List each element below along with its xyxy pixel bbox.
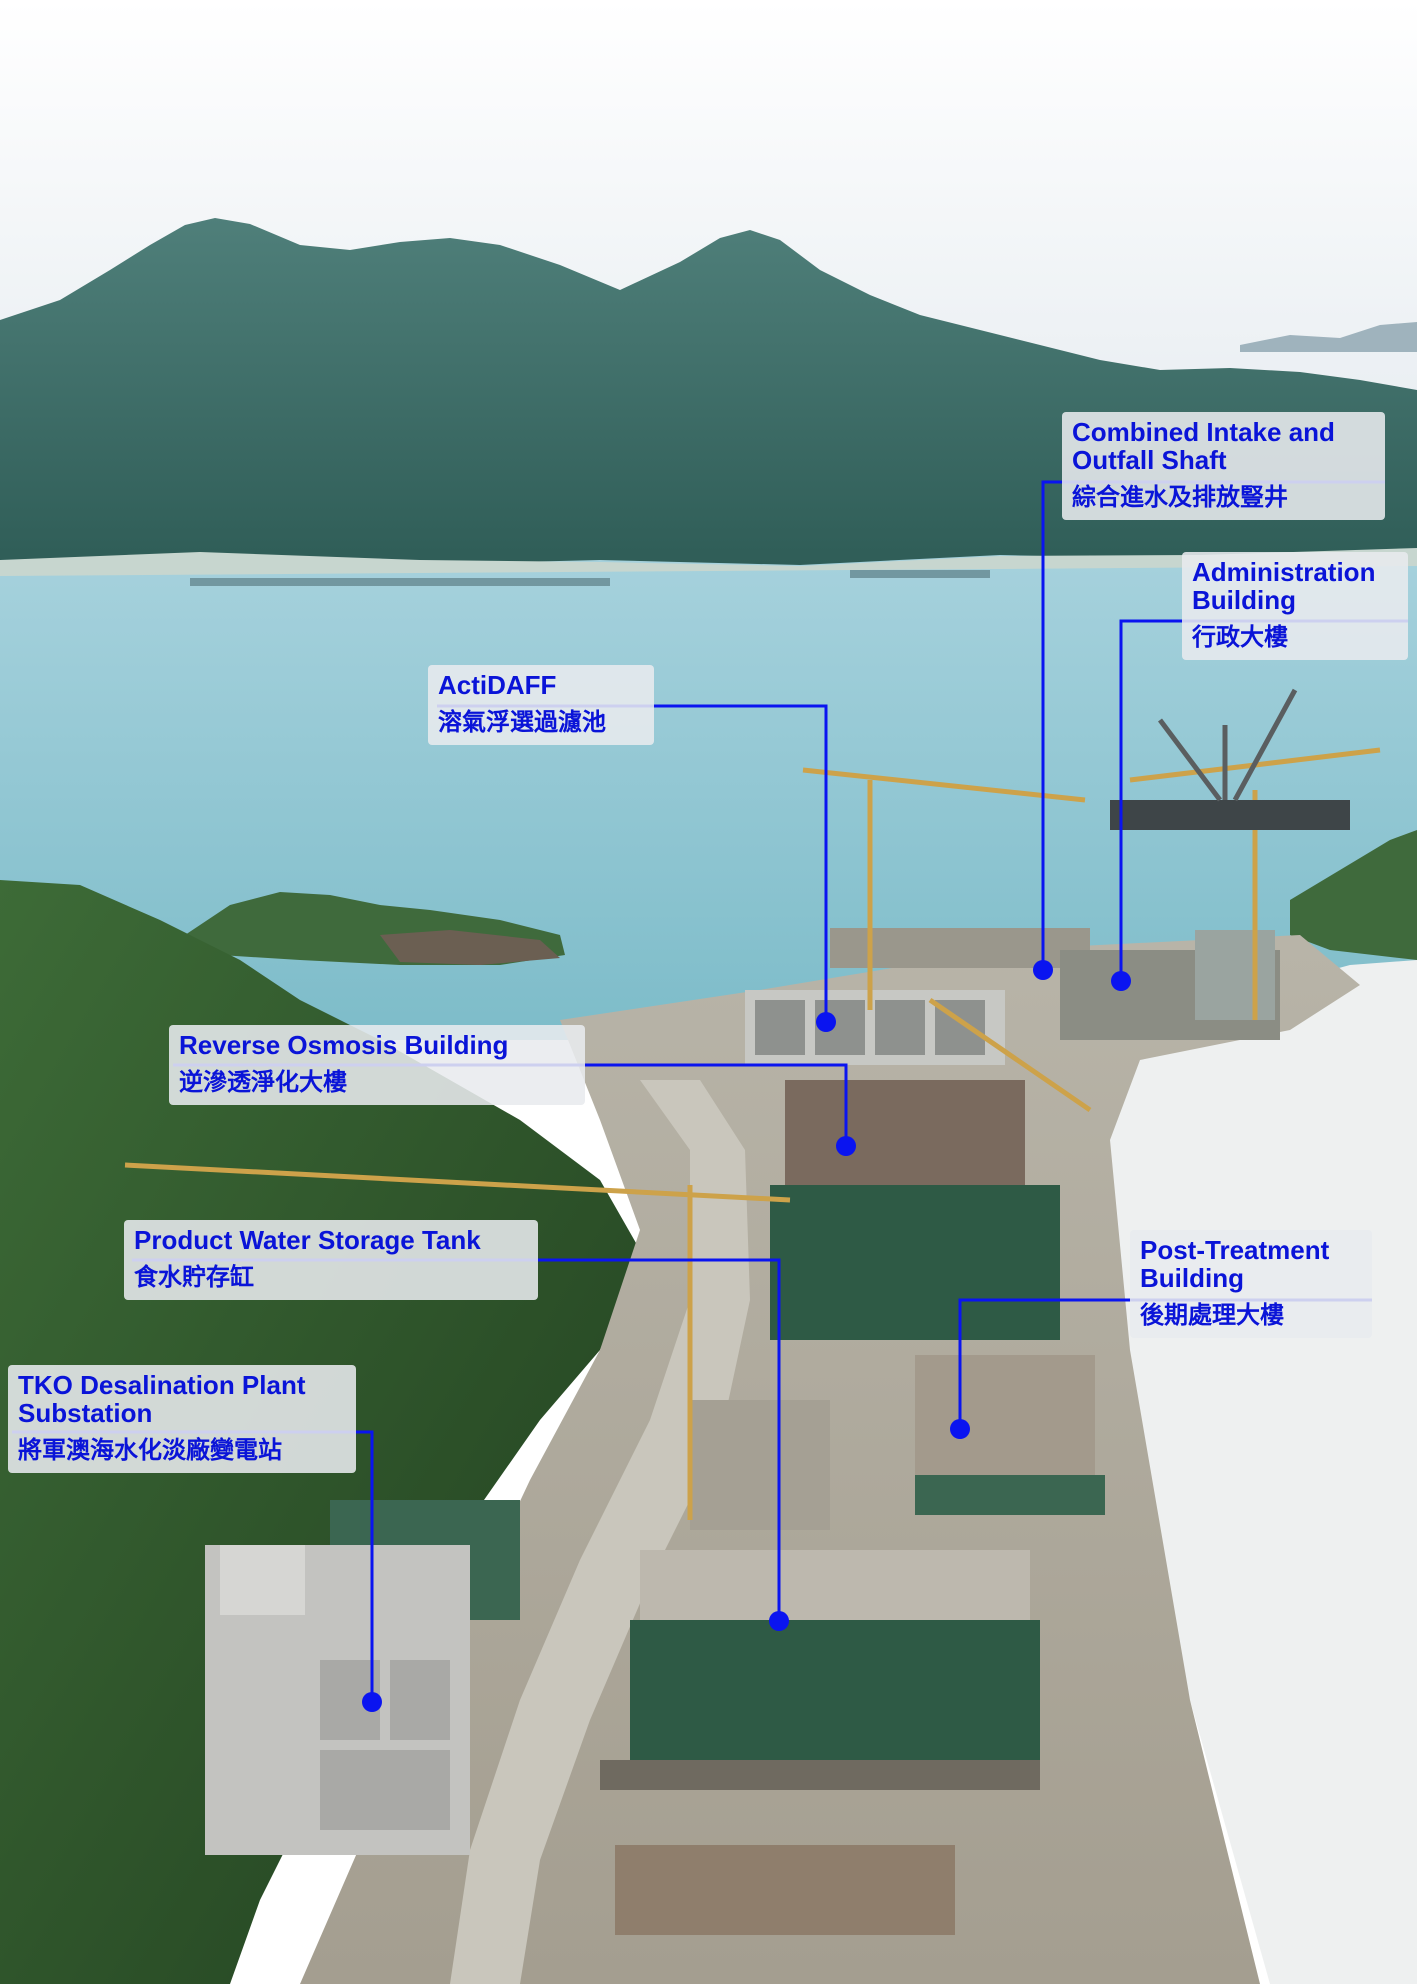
shoreline [0,548,1417,576]
label-intake-shaft-en: Combined Intake and Outfall Shaft [1072,417,1335,475]
label-admin-building-en: Administration Building [1192,557,1376,615]
substation-bays [320,1660,450,1830]
actidaff-tanks [755,1000,985,1055]
laydown-yard [615,1845,955,1935]
fish-farm [190,578,610,586]
label-actidaff-zh: 溶氣浮選過濾池 [438,708,606,736]
storage-tank [630,1620,1040,1760]
label-reverse-osmosis-zh: 逆滲透淨化大樓 [179,1068,347,1096]
label-post-treatment: Post-Treatment Building 後期處理大樓 [1130,1230,1372,1338]
right-hillside [1290,830,1417,960]
label-substation: TKO Desalination Plant Substation 將軍澳海水化… [8,1365,356,1473]
island-rocks [380,930,560,965]
dot-substation [362,1692,382,1712]
label-reverse-osmosis: Reverse Osmosis Building 逆滲透淨化大樓 [169,1025,585,1105]
ro-building [770,1185,1060,1340]
label-admin-building-zh: 行政大樓 [1192,623,1288,651]
post-treatment-scaffold [915,1475,1105,1515]
label-intake-shaft-zh: 綜合進水及排放豎井 [1072,483,1288,511]
dot-admin-building [1111,971,1131,991]
label-reverse-osmosis-en: Reverse Osmosis Building [179,1030,509,1060]
dot-product-water [769,1611,789,1631]
dot-actidaff [816,1012,836,1032]
label-product-water-en: Product Water Storage Tank [134,1225,481,1255]
label-post-treatment-en: Post-Treatment Building [1140,1235,1330,1293]
label-substation-zh: 將軍澳海水化淡廠變電站 [18,1436,282,1464]
dot-reverse-osmosis [836,1136,856,1156]
barge-crane [1158,688,1298,802]
access-road [450,1080,750,1984]
reclaimed-land [1095,960,1417,1984]
label-actidaff: ActiDAFF 溶氣浮選過濾池 [428,665,654,745]
post-treatment-structure [915,1355,1095,1475]
dot-intake-shaft [1033,960,1053,980]
storage-tank-roof [640,1550,1030,1620]
ro-building-roof [785,1080,1025,1185]
storage-tank-base [600,1760,1040,1790]
label-intake-shaft: Combined Intake and Outfall Shaft 綜合進水及排… [1062,412,1385,520]
substation-tower [220,1545,305,1615]
label-product-water-zh: 食水貯存缸 [134,1263,254,1291]
label-substation-en: TKO Desalination Plant Substation [18,1370,306,1428]
label-post-treatment-zh: 後期處理大樓 [1140,1301,1284,1329]
dot-post-treatment [950,1419,970,1439]
mid-structure [690,1400,830,1530]
fish-farm [850,570,990,578]
label-actidaff-en: ActiDAFF [438,670,557,700]
label-admin-building: Administration Building 行政大樓 [1182,552,1408,660]
distant-hills [1240,322,1417,352]
crane-barge [1110,800,1350,830]
admin-structure [1195,930,1275,1020]
label-product-water: Product Water Storage Tank 食水貯存缸 [124,1220,538,1300]
callout-dots [362,960,1131,1712]
